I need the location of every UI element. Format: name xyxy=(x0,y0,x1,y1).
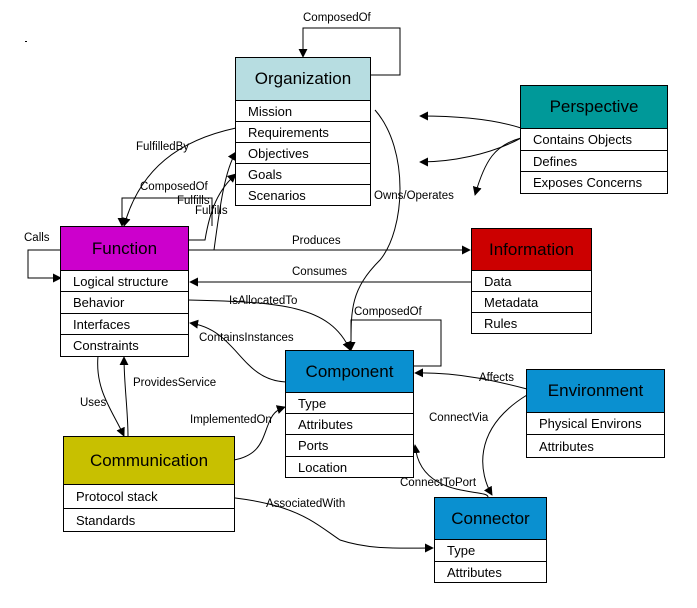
implemented-on-edge xyxy=(233,405,286,461)
entity-information-attr: Data xyxy=(472,271,591,292)
entity-component-title: Component xyxy=(286,351,413,393)
label-consumes: Consumes xyxy=(292,266,347,278)
label-provides-service: ProvidesService xyxy=(133,377,217,389)
connect-to-port-edge xyxy=(411,444,489,498)
entity-organization-attr: Mission xyxy=(236,101,370,122)
label-fulfills-1: Fulfills xyxy=(177,195,210,207)
entity-component-attr: Location xyxy=(298,459,348,475)
entity-organization[interactable]: Organization Mission Requirements Object… xyxy=(235,57,371,206)
label-component-composed-of: ComposedOf xyxy=(354,306,422,318)
entity-function-attr: Interfaces xyxy=(61,314,188,335)
label-connect-to-port: ConnectToPort xyxy=(400,477,477,489)
entity-organization-attr: Requirements xyxy=(236,122,370,143)
label-calls: Calls xyxy=(24,232,50,244)
label-org-composed-of: ComposedOf xyxy=(303,12,371,24)
entity-communication-attr: Standards xyxy=(76,512,136,528)
entity-connector[interactable]: Connector Type Attributes xyxy=(434,497,547,583)
label-contains-instances: ContainsInstances xyxy=(199,332,294,344)
entity-component[interactable]: Component Type Attributes Ports Location xyxy=(285,350,414,478)
entity-environment[interactable]: Environment Physical Environs Attributes xyxy=(526,369,665,458)
entity-connector-attr: Type xyxy=(435,540,546,562)
label-is-allocated-to: IsAllocatedTo xyxy=(229,295,298,307)
entity-communication-attr: Protocol stack xyxy=(64,485,234,509)
provides-service-edge xyxy=(119,356,129,438)
perspective-arrow-3 xyxy=(472,137,522,196)
entity-organization-attr: Goals xyxy=(236,164,370,185)
entity-communication-title: Communication xyxy=(64,437,234,485)
owns-operates-edge xyxy=(346,109,401,351)
entity-function-attr: Behavior xyxy=(61,292,188,314)
entity-organization-attr: Objectives xyxy=(236,143,370,164)
entity-organization-title: Organization xyxy=(236,58,370,101)
entity-component-attr: Type xyxy=(286,393,413,414)
fulfills-edge-1 xyxy=(188,151,237,251)
entity-connector-title: Connector xyxy=(435,498,546,540)
entity-component-attr: Attributes xyxy=(286,414,413,435)
entity-organization-attr: Scenarios xyxy=(248,187,306,203)
entity-information-title: Information xyxy=(472,229,591,271)
entity-component-attr: Ports xyxy=(286,435,413,457)
entity-function[interactable]: Function Logical structure Behavior Inte… xyxy=(60,226,189,357)
label-associated-with: AssociatedWith xyxy=(266,498,346,510)
fulfilled-by-edge xyxy=(121,127,237,227)
entity-function-attr: Logical structure xyxy=(61,271,188,292)
perspective-arrow-2 xyxy=(419,137,522,167)
associated-with-edge xyxy=(166,493,434,553)
label-produces: Produces xyxy=(292,235,341,247)
label-fulfilled-by: FulfilledBy xyxy=(136,141,190,153)
entity-perspective-title: Perspective xyxy=(521,86,667,129)
label-affects: Affects xyxy=(479,372,514,384)
entity-perspective[interactable]: Perspective Contains Objects Defines Exp… xyxy=(520,85,668,194)
contains-instances-edge xyxy=(189,319,287,383)
entity-environment-attr: Physical Environs xyxy=(527,413,664,435)
uses-edge xyxy=(97,355,125,437)
label-function-composed-of: ComposedOf xyxy=(140,181,208,193)
entity-function-title: Function xyxy=(61,227,188,271)
entity-communication[interactable]: Communication Protocol stack Standards xyxy=(63,436,235,532)
affects-edge xyxy=(414,368,528,390)
stray-mark xyxy=(25,41,27,42)
entity-information[interactable]: Information Data Metadata Rules xyxy=(471,228,592,334)
entity-environment-attr: Attributes xyxy=(539,438,594,454)
label-uses: Uses xyxy=(80,397,107,409)
entity-function-attr: Constraints xyxy=(73,338,139,353)
org-composed-of-edge xyxy=(298,27,401,76)
entity-information-attr: Rules xyxy=(484,315,518,331)
entity-perspective-attr: Defines xyxy=(521,151,667,172)
label-fulfills-2: Fulfills xyxy=(195,205,228,217)
entity-connector-attr: Attributes xyxy=(447,564,502,580)
connect-via-edge xyxy=(482,394,528,496)
label-implemented-on: ImplementedOn xyxy=(190,414,272,426)
fulfills-edge-2 xyxy=(188,173,237,241)
entity-perspective-attr: Exposes Concerns xyxy=(533,175,643,190)
calls-edge xyxy=(27,249,62,283)
label-owns-operates: Owns/Operates xyxy=(374,190,454,202)
is-allocated-to-edge xyxy=(187,299,351,351)
perspective-arrow-1 xyxy=(419,111,522,129)
component-composed-of-edge xyxy=(346,319,442,367)
entity-environment-title: Environment xyxy=(527,370,664,413)
entity-information-attr: Metadata xyxy=(472,292,591,313)
entity-perspective-attr: Contains Objects xyxy=(521,129,667,151)
label-connect-via: ConnectVia xyxy=(429,412,489,424)
